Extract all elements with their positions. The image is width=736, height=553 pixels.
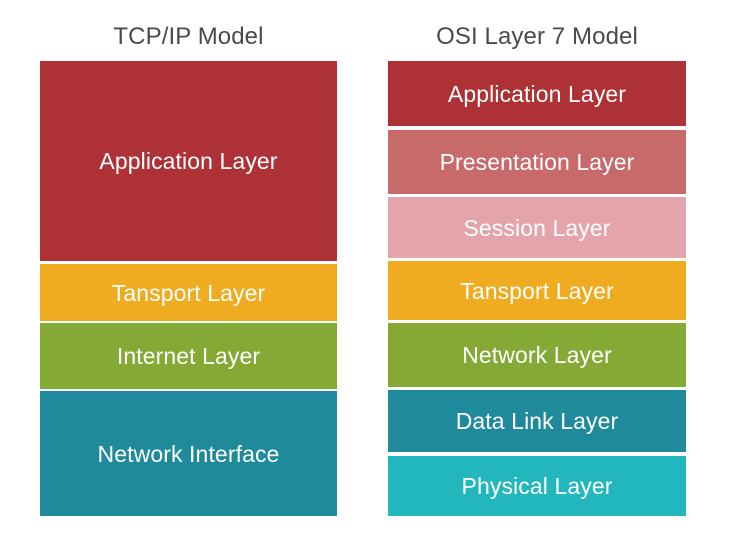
osi-layer-label: Physical Layer (461, 473, 613, 499)
osi-layer-box: Tansport Layer (388, 261, 686, 320)
osi-layer-label: Session Layer (463, 214, 611, 241)
tcpip-layer-label: Application Layer (99, 148, 278, 174)
tcpip-layer-label: Tansport Layer (111, 279, 266, 306)
osi-layer-box: Physical Layer (388, 456, 686, 516)
osi-layer-box: Network Layer (388, 323, 686, 387)
osi-layer-label: Data Link Layer (455, 408, 619, 434)
tcpip-model-title: TCP/IP Model (113, 23, 264, 50)
tcpip-layer-box: Network Interface (40, 391, 337, 516)
osi-layer-box: Presentation Layer (388, 130, 686, 194)
osi-layer-label: Application Layer (447, 80, 627, 107)
osi-model-title: OSI Layer 7 Model (436, 23, 638, 50)
osi-layer-label: Presentation Layer (439, 149, 635, 175)
osi-layer-label: Network Layer (462, 342, 612, 368)
tcpip-layer-box: Application Layer (40, 61, 337, 261)
tcpip-layer-label: Network Interface (97, 440, 280, 467)
tcpip-layer-label: Internet Layer (116, 343, 261, 369)
osi-layer-box: Session Layer (388, 197, 686, 258)
osi-layer-box: Data Link Layer (388, 390, 686, 452)
tcpip-layer-box: Tansport Layer (40, 264, 337, 321)
tcpip-layer-box: Internet Layer (40, 323, 337, 389)
osi-layer-box: Application Layer (388, 61, 686, 126)
osi-layer-label: Tansport Layer (460, 277, 614, 304)
